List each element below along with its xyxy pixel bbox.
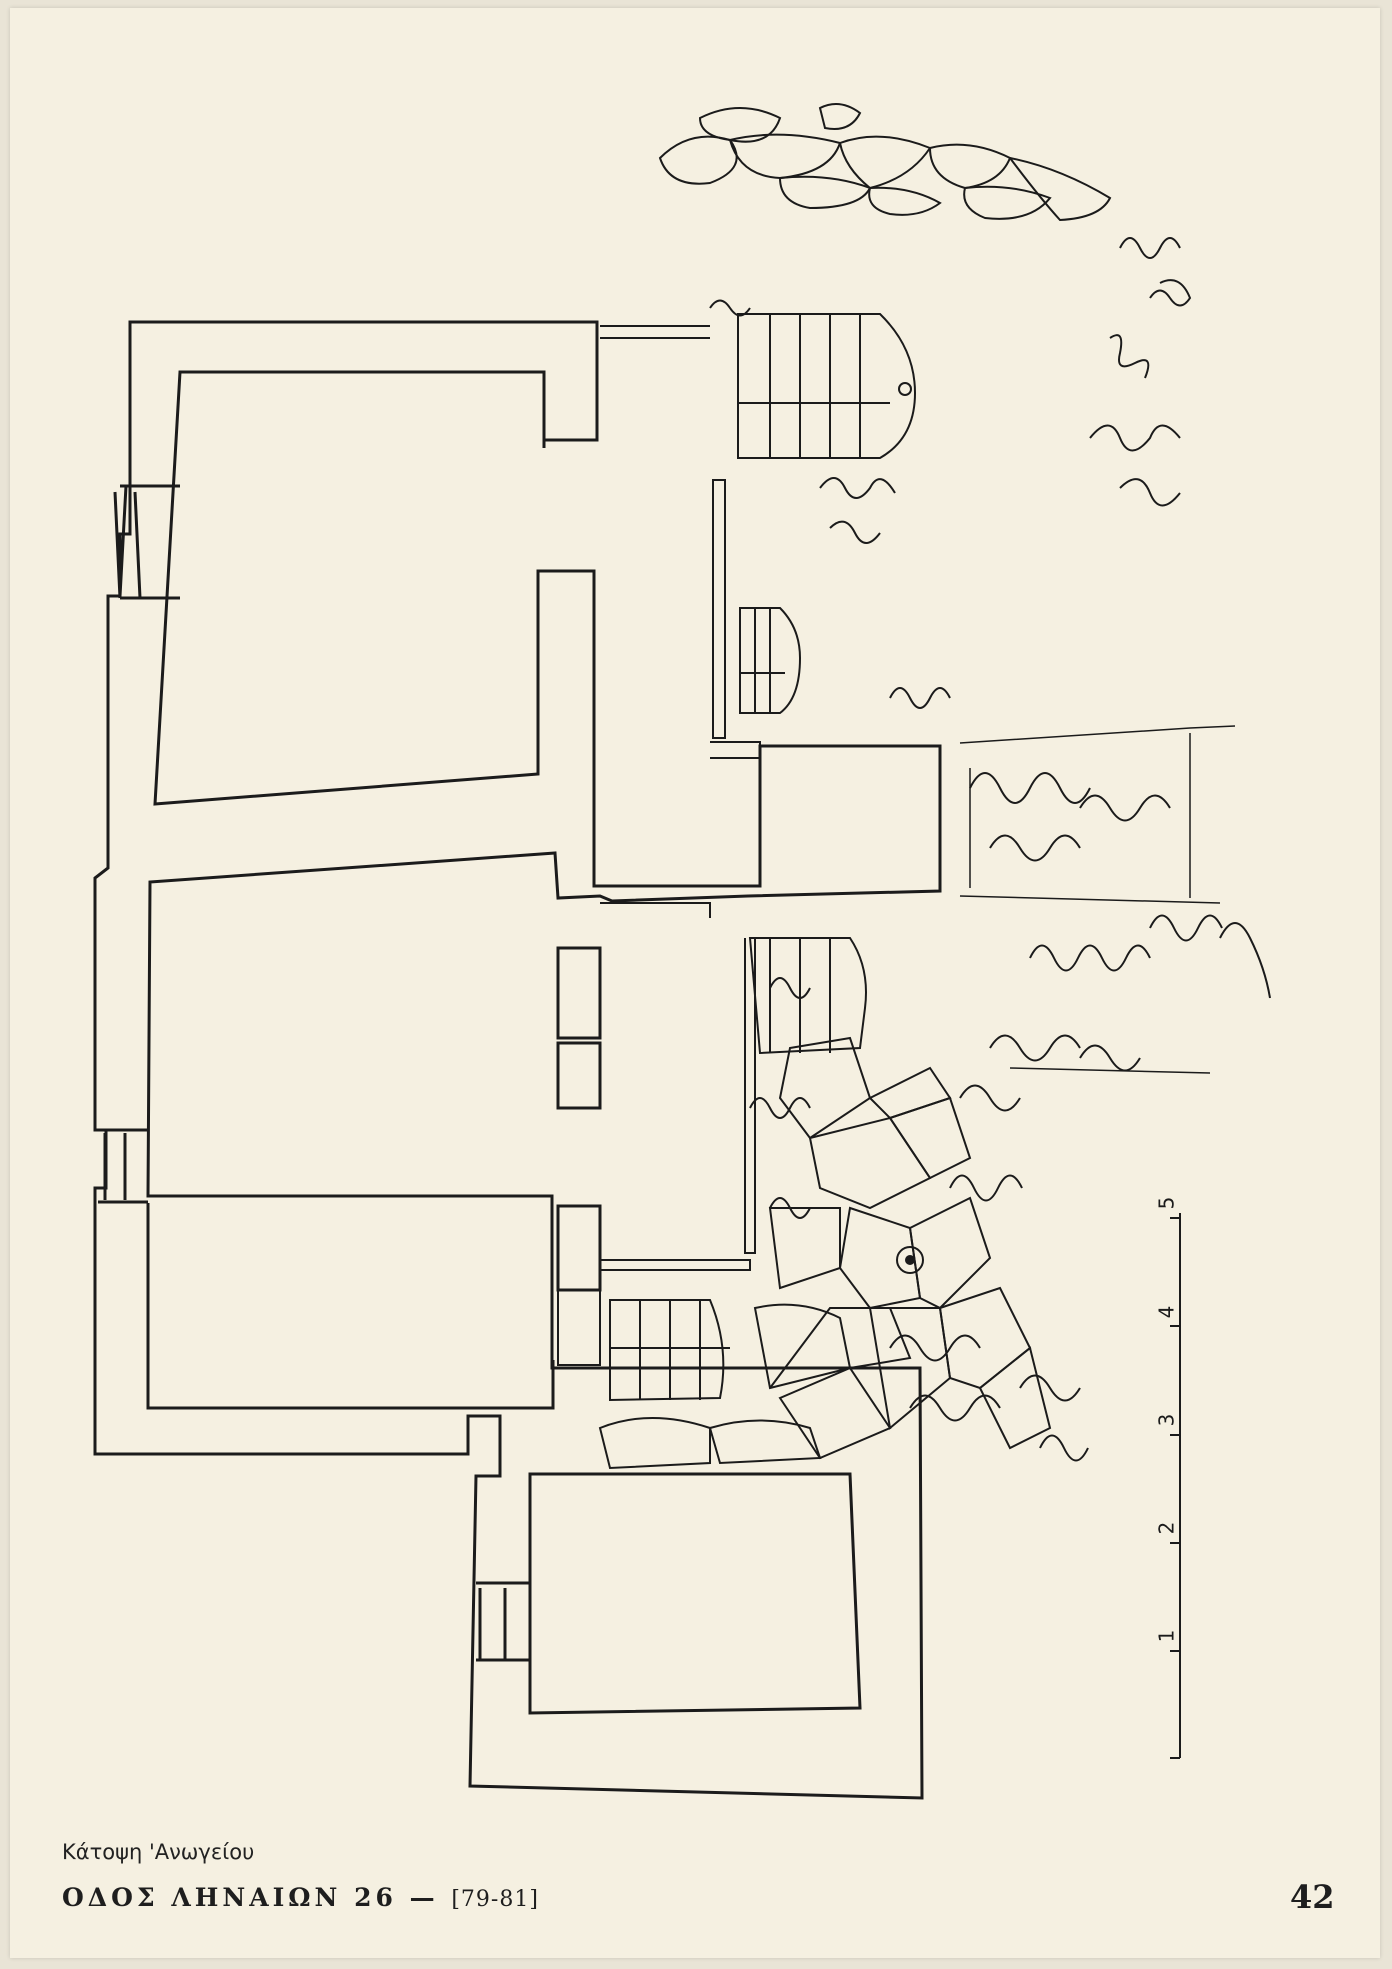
outer-walls — [93, 320, 942, 1800]
drawing-page: 5 4 3 2 1 Κάτοψη 'Ανωγείου ΟΔΟΣ ΛΗΝΑΙΩΝ … — [10, 8, 1380, 1958]
interior-walls — [98, 440, 602, 1662]
stairs — [609, 313, 917, 1402]
garden-vegetation — [709, 237, 1271, 1462]
courtyard-walls — [600, 325, 761, 1271]
scale-label-1: 1 — [1154, 1629, 1179, 1643]
footer-dash: — — [409, 1883, 439, 1912]
paving-stones — [598, 103, 1112, 1470]
stippled-ground — [959, 725, 1236, 1074]
street-name: ΟΔΟΣ ΛΗΝΑΙΩΝ 26 — [62, 1883, 397, 1912]
drawing-caption: Κάτοψη 'Ανωγείου — [62, 1840, 255, 1864]
page-number: 42 — [1290, 1878, 1335, 1916]
floor-plan-drawing — [93, 103, 1271, 1800]
scale-label-4: 4 — [1154, 1305, 1179, 1319]
scale-label-3: 3 — [1154, 1413, 1179, 1427]
scale-bar — [1170, 1213, 1181, 1759]
footer-title: ΟΔΟΣ ΛΗΝΑΙΩΝ 26 — [79-81] — [62, 1883, 539, 1912]
scale-label-2: 2 — [1154, 1521, 1179, 1535]
scale-label-5: 5 — [1154, 1196, 1179, 1210]
reference-number: [79-81] — [451, 1887, 539, 1912]
